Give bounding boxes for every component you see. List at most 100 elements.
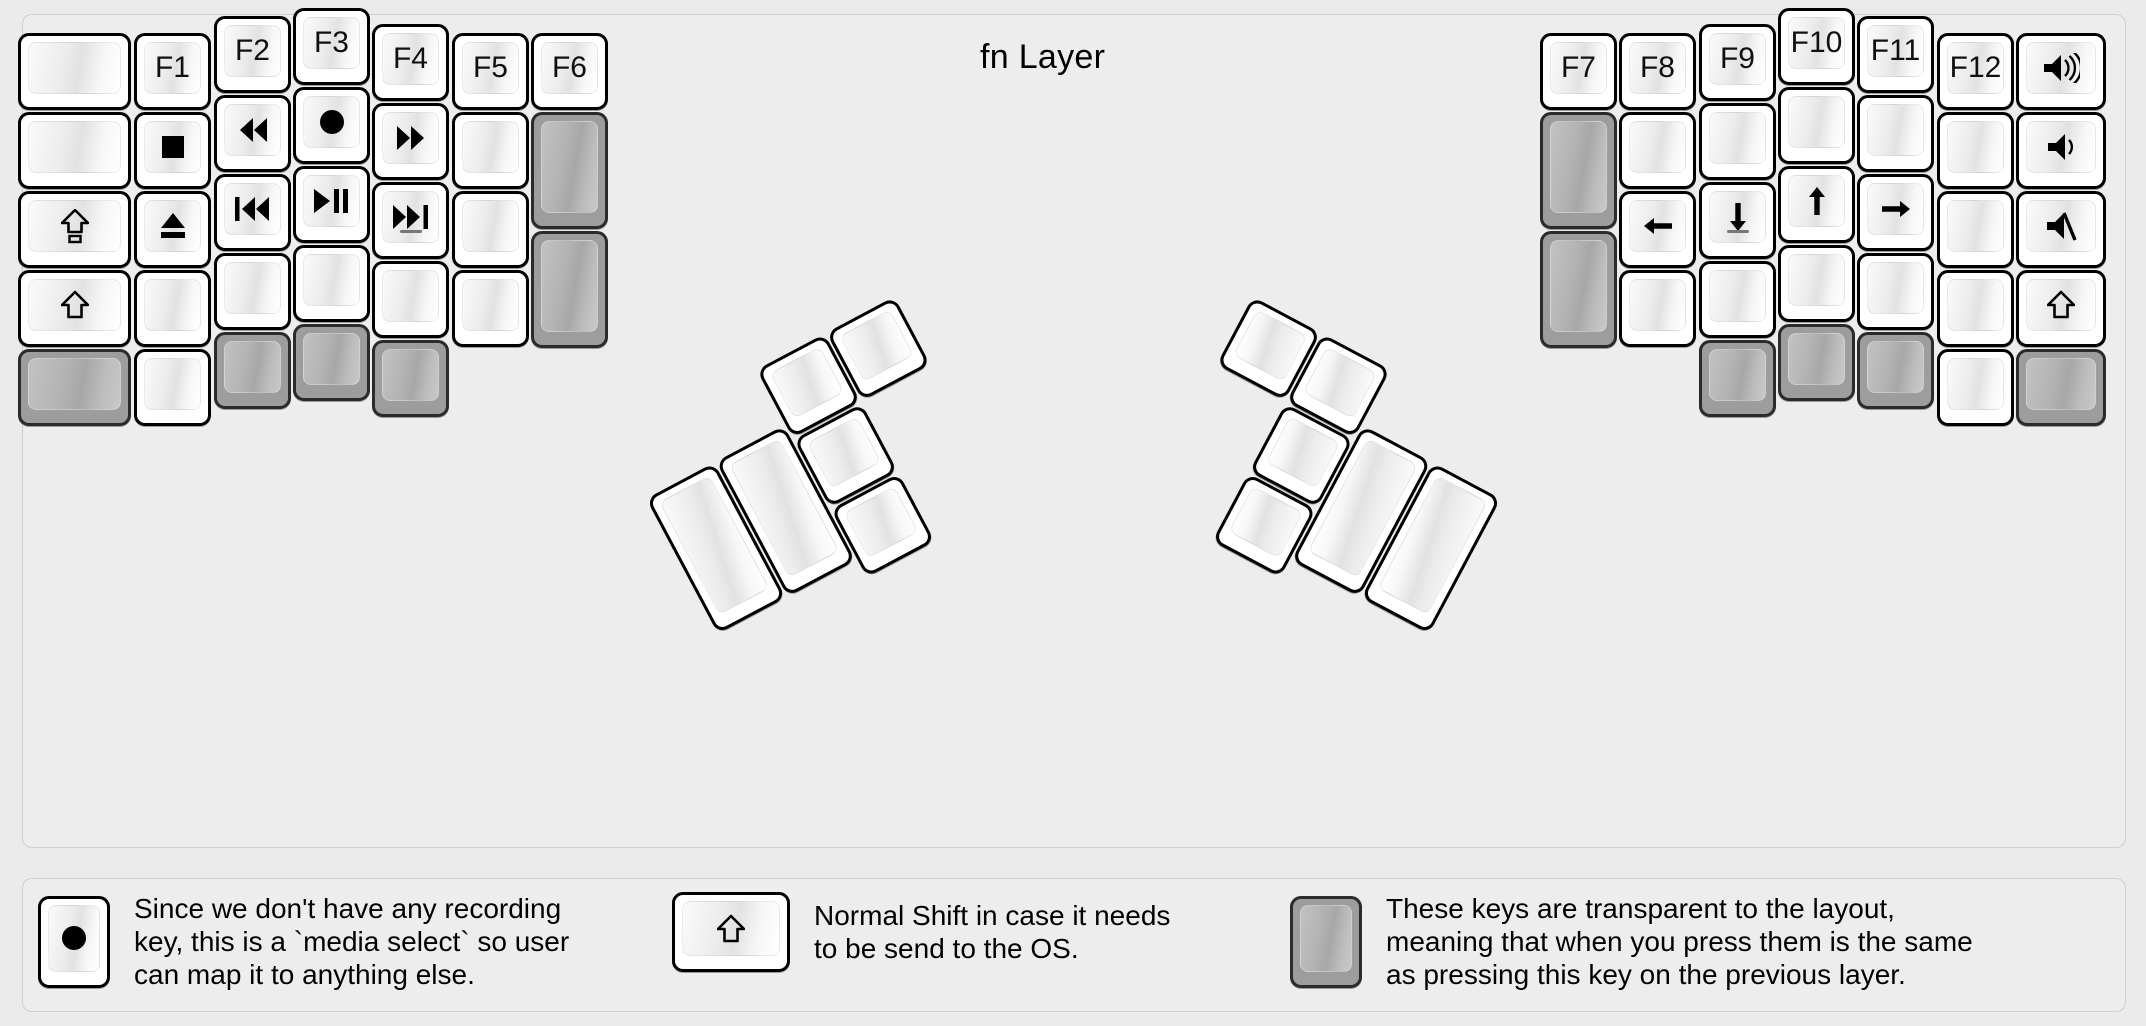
keycap-surface bbox=[224, 262, 281, 314]
keycap-surface: F2 bbox=[224, 25, 281, 77]
keycap-surface bbox=[382, 191, 439, 243]
right-col-middle-right-key-3[interactable] bbox=[1699, 182, 1776, 259]
media-fast-forward-icon bbox=[394, 125, 428, 151]
right-col-ring-right-key-5[interactable] bbox=[1778, 324, 1855, 401]
right-col-outer-right-1-key-4[interactable] bbox=[1937, 270, 2014, 347]
left-col-ring-key-5[interactable] bbox=[214, 332, 291, 409]
right-col-outer-right-2-key-4[interactable] bbox=[2016, 270, 2106, 347]
keycap-surface bbox=[1300, 904, 1352, 972]
right-col-index-right-key-2[interactable] bbox=[1619, 112, 1696, 189]
left-col-ring-key-1[interactable]: F2 bbox=[214, 16, 291, 93]
keycap-surface bbox=[28, 358, 121, 410]
media-eject-icon bbox=[159, 211, 187, 241]
legend-transparent-key[interactable] bbox=[1290, 895, 1362, 988]
right-col-inner-right-key-2[interactable] bbox=[1540, 112, 1617, 229]
left-col-outer-left-key-1[interactable] bbox=[18, 33, 131, 110]
right-col-outer-right-1-key-1[interactable]: F12 bbox=[1937, 33, 2014, 110]
left-col-inner-key-4[interactable] bbox=[452, 270, 529, 347]
keycap-surface bbox=[839, 309, 915, 382]
keycap-surface bbox=[541, 240, 598, 332]
left-col-ring-key-4[interactable] bbox=[214, 253, 291, 330]
left-col-innermost-key-2[interactable] bbox=[531, 112, 608, 229]
left-col-inner-key-2[interactable] bbox=[452, 112, 529, 189]
left-col-ring-key-3[interactable] bbox=[214, 174, 291, 251]
right-col-outer-right-2-key-2[interactable] bbox=[2016, 112, 2106, 189]
right-col-pinky-right-key-5[interactable] bbox=[1857, 332, 1934, 409]
right-col-outer-right-1-key-5[interactable] bbox=[1937, 349, 2014, 426]
keycap-surface bbox=[1709, 112, 1766, 164]
right-col-outer-right-1-key-3[interactable] bbox=[1937, 191, 2014, 268]
keycap-surface bbox=[1709, 270, 1766, 322]
keycap-surface bbox=[382, 112, 439, 164]
right-col-middle-right-key-4[interactable] bbox=[1699, 261, 1776, 338]
right-col-pinky-right-key-4[interactable] bbox=[1857, 253, 1934, 330]
right-col-index-right-key-3[interactable] bbox=[1619, 191, 1696, 268]
keycap-surface bbox=[2026, 121, 2096, 173]
right-col-middle-right-key-1[interactable]: F9 bbox=[1699, 24, 1776, 101]
keycap-surface: F12 bbox=[1947, 42, 2004, 94]
keycap-surface bbox=[28, 279, 121, 331]
right-col-pinky-right-key-2[interactable] bbox=[1857, 95, 1934, 172]
right-col-middle-right-key-5[interactable] bbox=[1699, 340, 1776, 417]
left-col-pinky-key-1[interactable]: F1 bbox=[134, 33, 211, 110]
media-previous-icon bbox=[234, 196, 272, 222]
volume-down-icon bbox=[2046, 132, 2076, 162]
legend-record-key[interactable] bbox=[38, 895, 110, 988]
right-col-middle-right-key-2[interactable] bbox=[1699, 103, 1776, 180]
left-col-index-key-4[interactable] bbox=[372, 261, 449, 338]
right-col-outer-right-2-key-1[interactable] bbox=[2016, 33, 2106, 110]
media-stop-icon bbox=[159, 133, 187, 161]
right-col-index-right-key-4[interactable] bbox=[1619, 270, 1696, 347]
left-col-index-key-3[interactable] bbox=[372, 182, 449, 259]
left-col-outer-left-key-2[interactable] bbox=[18, 112, 131, 189]
left-col-pinky-key-5[interactable] bbox=[134, 349, 211, 426]
left-col-outer-left-key-4[interactable] bbox=[18, 270, 131, 347]
right-col-pinky-right-key-3[interactable] bbox=[1857, 174, 1934, 251]
left-col-index-key-2[interactable] bbox=[372, 103, 449, 180]
right-col-outer-right-2-key-3[interactable] bbox=[2016, 191, 2106, 268]
right-col-outer-right-1-key-2[interactable] bbox=[1937, 112, 2014, 189]
right-col-pinky-right-key-1[interactable]: F11 bbox=[1857, 16, 1934, 93]
left-col-innermost-key-3[interactable] bbox=[531, 231, 608, 348]
legend-shift-sample-key bbox=[672, 892, 790, 972]
left-col-index-key-1[interactable]: F4 bbox=[372, 24, 449, 101]
keycap-surface bbox=[1228, 485, 1304, 559]
right-col-index-right-key-1[interactable]: F8 bbox=[1619, 33, 1696, 110]
left-col-pinky-key-3[interactable] bbox=[134, 191, 211, 268]
right-col-ring-right-key-1[interactable]: F10 bbox=[1778, 8, 1855, 85]
left-col-middle-key-2[interactable] bbox=[293, 87, 370, 164]
left-col-middle-key-5[interactable] bbox=[293, 324, 370, 401]
left-col-inner-key-1[interactable]: F5 bbox=[452, 33, 529, 110]
left-col-middle-key-3[interactable] bbox=[293, 166, 370, 243]
keycap-surface bbox=[144, 358, 201, 410]
right-col-inner-right-key-3[interactable] bbox=[1540, 231, 1617, 348]
keycap-surface bbox=[303, 96, 360, 148]
legend-shift-key[interactable] bbox=[672, 892, 790, 972]
keycap-surface bbox=[1265, 416, 1341, 489]
left-col-inner-key-3[interactable] bbox=[452, 191, 529, 268]
key-label: F4 bbox=[392, 42, 428, 75]
right-col-ring-right-key-2[interactable] bbox=[1778, 87, 1855, 164]
keycap-surface: F11 bbox=[1867, 25, 1924, 77]
left-col-innermost-key-1[interactable]: F6 bbox=[531, 33, 608, 110]
keycap-surface: F5 bbox=[462, 42, 519, 94]
left-col-index-key-5[interactable] bbox=[372, 340, 449, 417]
left-col-middle-key-4[interactable] bbox=[293, 245, 370, 322]
right-col-inner-right-key-1[interactable]: F7 bbox=[1540, 33, 1617, 110]
media-rewind-icon bbox=[236, 117, 270, 143]
left-col-outer-left-key-5[interactable] bbox=[18, 349, 131, 426]
keycap-surface bbox=[1947, 121, 2004, 173]
left-col-outer-left-key-3[interactable] bbox=[18, 191, 131, 268]
left-col-middle-key-1[interactable]: F3 bbox=[293, 8, 370, 85]
keycap-surface bbox=[1629, 200, 1686, 252]
keycap-surface bbox=[1947, 279, 2004, 331]
left-col-pinky-key-4[interactable] bbox=[134, 270, 211, 347]
arrow-right-icon bbox=[1880, 196, 1912, 222]
right-col-ring-right-key-4[interactable] bbox=[1778, 245, 1855, 322]
keycap-surface bbox=[144, 121, 201, 173]
keycap-surface: F4 bbox=[382, 33, 439, 85]
left-col-ring-key-2[interactable] bbox=[214, 95, 291, 172]
right-col-outer-right-2-key-5[interactable] bbox=[2016, 349, 2106, 426]
left-col-pinky-key-2[interactable] bbox=[134, 112, 211, 189]
right-col-ring-right-key-3[interactable] bbox=[1778, 166, 1855, 243]
